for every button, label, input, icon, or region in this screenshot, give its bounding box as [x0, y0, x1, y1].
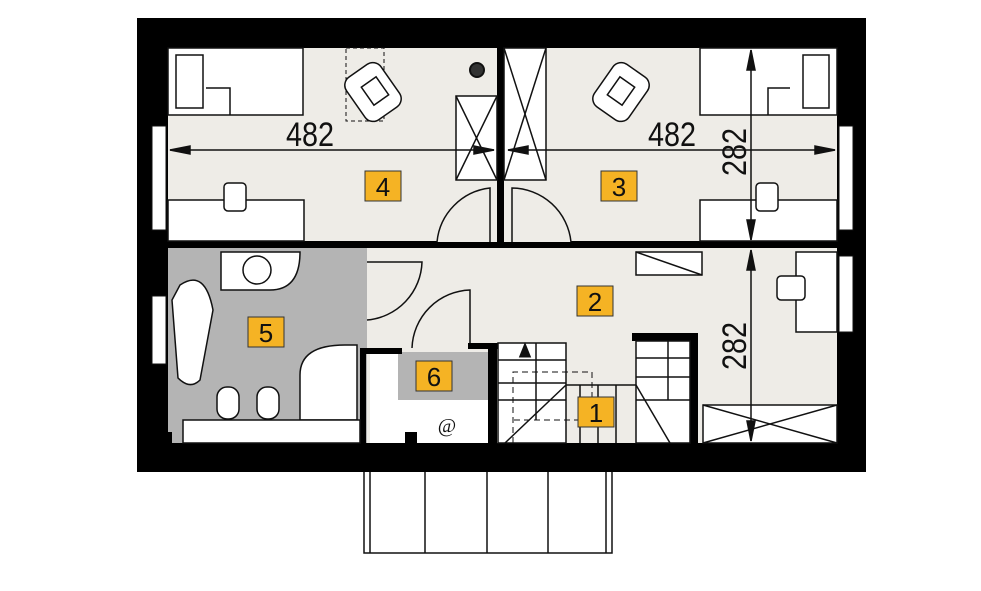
bed-room-4	[167, 47, 304, 116]
room-label-1[interactable]: 1	[577, 396, 615, 428]
room-label-2[interactable]: 2	[576, 285, 614, 317]
balcony	[363, 469, 613, 554]
chimney-vent	[469, 62, 485, 78]
bathtub	[171, 279, 214, 386]
wardrobe-hall	[702, 404, 838, 444]
bed-room-3	[699, 47, 838, 116]
room-number: 4	[376, 172, 390, 202]
armchair-room-4	[344, 47, 402, 123]
toilet	[216, 386, 240, 420]
dimension-room-3-depth: 282	[716, 128, 754, 176]
dimension-room-4-width: 482	[286, 116, 334, 154]
room-number: 2	[588, 287, 602, 317]
bidet	[256, 386, 280, 420]
staircase[interactable]	[497, 340, 691, 444]
room-label-4[interactable]: 4	[364, 170, 402, 202]
boiler-icon: @	[438, 415, 456, 437]
wardrobe-room-4	[455, 95, 498, 181]
windows	[151, 125, 854, 365]
room-number: 1	[589, 398, 603, 428]
desk-room-4	[167, 182, 305, 242]
room-label-5[interactable]: 5	[247, 316, 285, 348]
internal-walls	[167, 48, 837, 443]
stair-up-arrow-icon	[518, 341, 532, 358]
desk-room-3	[699, 182, 838, 242]
desk-hall	[776, 251, 838, 333]
room-number: 3	[612, 172, 626, 202]
doors	[366, 187, 572, 349]
bathroom-fixtures	[171, 251, 361, 444]
dimension-room-3-width: 482	[648, 116, 696, 154]
room-number: 5	[259, 318, 273, 348]
room-number: 6	[427, 362, 441, 392]
room-label-6[interactable]: 6	[415, 360, 453, 392]
shower	[299, 344, 358, 421]
room-label-3[interactable]: 3	[600, 170, 638, 202]
dimension-lines	[169, 49, 836, 442]
dimension-hall-depth: 282	[716, 322, 754, 370]
wardrobe-room-3	[503, 47, 547, 181]
armchair-room-3	[592, 61, 650, 123]
